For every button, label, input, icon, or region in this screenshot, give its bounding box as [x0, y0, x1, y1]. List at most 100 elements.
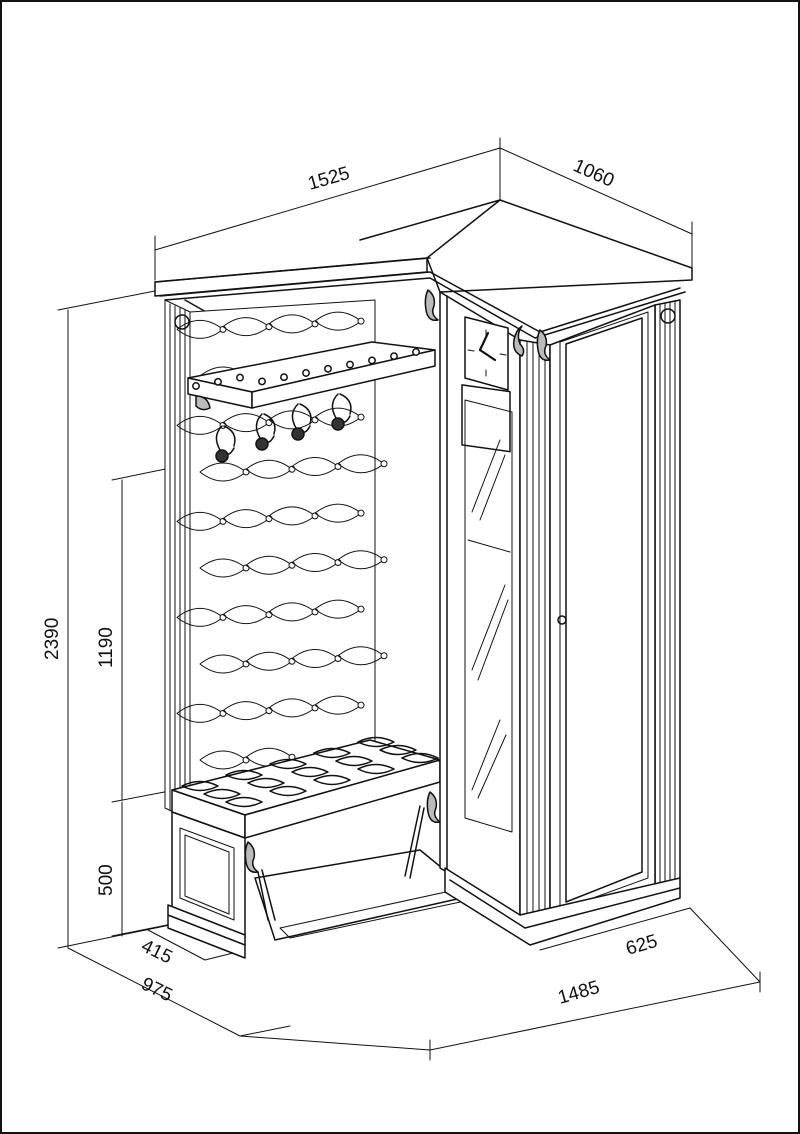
dim-depth-right: 1060: [570, 155, 617, 191]
tuft-button: [311, 512, 319, 520]
bracket-icon: [424, 289, 439, 322]
tuft-diamond: [337, 550, 385, 570]
tuft-button: [219, 709, 227, 717]
dim-height-total: 2390: [42, 618, 63, 660]
tuft-button: [242, 756, 250, 764]
clock-icon: [461, 384, 511, 453]
shelf-bead: [192, 382, 200, 390]
bracket-icon: [512, 325, 525, 357]
tuft-diamond: [245, 555, 293, 575]
tuft-diamond: [245, 459, 293, 479]
coat-hook-icon: [291, 403, 312, 441]
tuft-button: [219, 613, 227, 621]
carved-brackets: [195, 289, 551, 874]
seat-tuft: [225, 769, 263, 781]
tuft-button: [357, 701, 365, 709]
tuft-button: [380, 460, 388, 468]
tuft-button: [380, 556, 388, 564]
tuft-button: [334, 655, 342, 662]
tuft-button: [265, 515, 273, 523]
tuft-diamond: [337, 454, 385, 474]
tuft-button: [311, 704, 319, 712]
tuft-diamond: [268, 506, 316, 526]
tuft-diamond: [176, 511, 224, 531]
tuft-diamond: [176, 703, 224, 723]
tuft-button: [357, 317, 365, 325]
tuft-diamond: [268, 698, 316, 718]
dim-upholstery-height: 1190: [96, 627, 117, 668]
seat-tuft: [357, 736, 395, 748]
tufted-back-panel: [176, 299, 388, 801]
tuft-diamond: [291, 553, 339, 572]
seat-tuft: [313, 774, 351, 786]
tuft-button: [311, 608, 319, 616]
tuft-button: [265, 323, 273, 331]
seat-tuft: [203, 788, 241, 800]
seat-tuft: [313, 747, 351, 759]
tuft-diamond: [176, 415, 224, 435]
tuft-button: [357, 509, 365, 517]
bracket-icon: [426, 791, 441, 824]
bracket-icon: [536, 329, 551, 362]
tuft-button: [357, 413, 365, 421]
seat-tuft: [379, 744, 417, 756]
tuft-button: [265, 611, 273, 619]
tuft-button: [288, 657, 296, 665]
tuft-button: [265, 419, 273, 427]
bracket-icon: [244, 841, 259, 874]
dim-bench-height: 500: [96, 864, 117, 896]
tuft-diamond: [176, 607, 224, 627]
dim-bench-depth: 415: [138, 936, 176, 969]
coat-hooks: [215, 393, 352, 463]
open-drawer: [254, 805, 476, 941]
seat-tuft: [269, 785, 307, 797]
tuft-diamond: [268, 314, 316, 334]
coat-hook-icon: [331, 393, 352, 431]
tuft-button: [219, 325, 227, 333]
tuft-button: [242, 660, 250, 668]
dim-wardrobe-depth: 625: [624, 931, 660, 960]
tuft-diamond: [199, 462, 247, 482]
shelf-bead: [390, 352, 398, 361]
tuft-button: [334, 559, 342, 566]
shelf-bead: [368, 356, 376, 365]
seat-tuft: [269, 758, 307, 770]
tuft-diamond: [291, 457, 339, 476]
bracket-icon: [195, 395, 211, 411]
tuft-button: [311, 416, 319, 424]
tuft-diamond: [314, 311, 362, 331]
seat-tuft: [401, 752, 439, 764]
tuft-diamond: [222, 509, 270, 529]
tuft-diamond: [222, 413, 270, 433]
tuft-diamond: [176, 319, 224, 339]
tuft-button: [288, 561, 296, 569]
tuft-button: [311, 320, 319, 328]
tuft-diamond: [314, 503, 362, 523]
tuft-diamond: [199, 558, 247, 578]
seat-tuft: [357, 763, 395, 775]
tuft-button: [265, 707, 273, 715]
shelf-bead: [214, 377, 222, 386]
door-knob-icon: [557, 615, 567, 625]
tuft-button: [242, 564, 250, 572]
tuft-diamond: [337, 646, 385, 666]
dim-width-total: 1525: [306, 163, 352, 195]
shelf-bead: [302, 369, 310, 377]
tuft-diamond: [222, 317, 270, 337]
shelf-bead: [236, 373, 244, 382]
shelf-bead: [346, 360, 354, 369]
coat-hook-icon: [215, 425, 236, 463]
tuft-diamond: [222, 605, 270, 625]
tuft-button: [334, 463, 342, 470]
top-cornice: [154, 199, 693, 339]
dim-left-depth: 975: [138, 974, 176, 1007]
tuft-button: [357, 605, 365, 613]
seat-tuft: [335, 755, 373, 767]
tuft-diamond: [245, 651, 293, 671]
tuft-diamond: [314, 599, 362, 619]
seat-tuft: [247, 777, 285, 789]
left-pillar: [164, 299, 191, 821]
seat-tuft: [291, 766, 329, 778]
